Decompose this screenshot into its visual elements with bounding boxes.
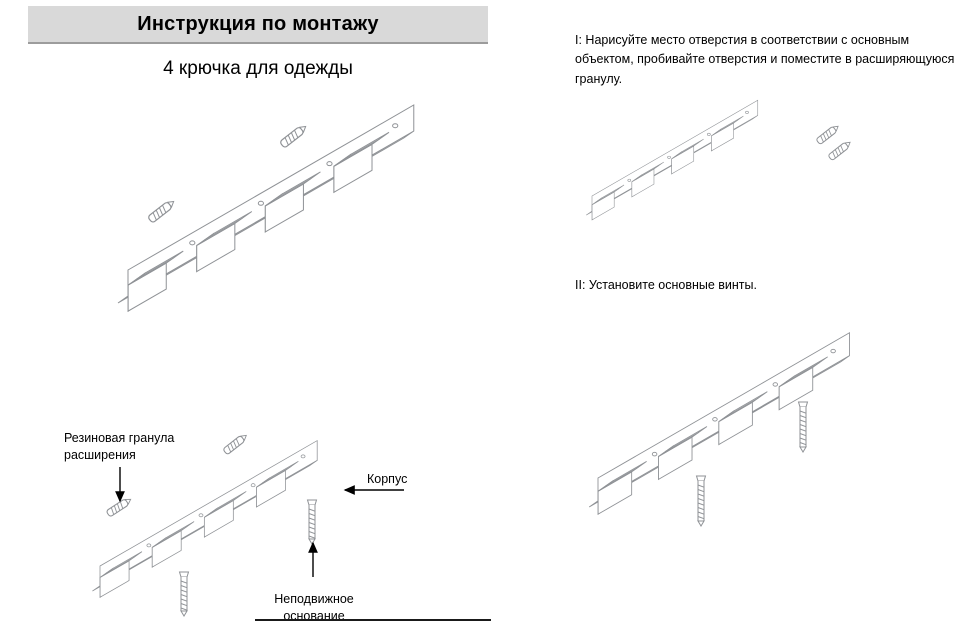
- expansion-anchor-icon: [816, 125, 839, 145]
- step2-text: II: Установите основные винты.: [575, 278, 757, 292]
- page-bottom-rule: [255, 619, 491, 621]
- hook-rail-drawing: [588, 332, 850, 516]
- expansion-anchor-icon: [106, 498, 132, 517]
- hook-rail-drawing: [117, 104, 415, 313]
- hook-rail-drawing: [92, 439, 318, 598]
- step1-text: I: Нарисуйте место отверстия в соответст…: [575, 33, 955, 86]
- expansion-anchor-icon: [828, 141, 851, 161]
- screw-icon: [178, 571, 190, 617]
- product-subtitle: 4 крючка для одежды: [163, 58, 353, 79]
- screw-icon: [306, 499, 318, 545]
- hook-rail-drawing: [586, 99, 759, 221]
- callout-body: Корпус: [367, 472, 408, 486]
- screw-icon: [797, 401, 809, 453]
- screw-icon: [695, 475, 707, 527]
- page-title: Инструкция по монтажу: [137, 12, 379, 35]
- expansion-anchor-icon: [280, 125, 307, 148]
- header-bar: Инструкция по монтажу: [28, 6, 488, 44]
- callout-rubber-granule: Резиновая гранула расширения: [64, 431, 175, 462]
- expansion-anchor-icon: [223, 434, 247, 455]
- expansion-anchor-icon: [148, 200, 175, 223]
